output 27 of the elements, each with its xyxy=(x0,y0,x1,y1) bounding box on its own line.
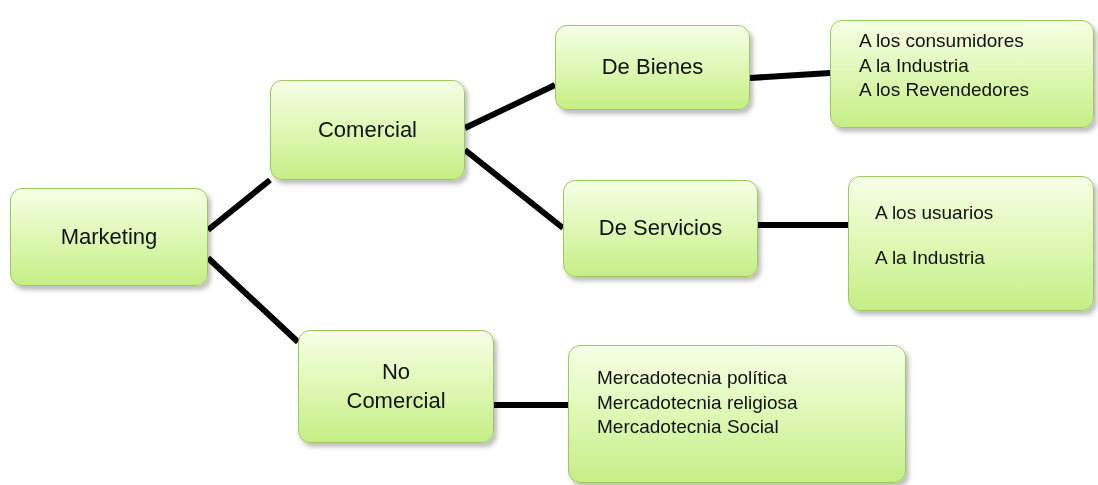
connector-line xyxy=(749,70,831,81)
list-item: A la Industria xyxy=(875,245,985,270)
category-box xyxy=(563,180,758,277)
connector-line xyxy=(463,147,565,231)
category-box xyxy=(10,188,208,286)
category-box xyxy=(270,80,465,180)
box-label: Comercial xyxy=(318,115,417,144)
list-item: A los consumidores xyxy=(859,29,1024,53)
category-box xyxy=(568,345,906,483)
category-box xyxy=(848,176,1094,311)
list-item: A la Industria xyxy=(859,53,969,78)
list-item: Mercadotecnia política xyxy=(597,366,788,390)
connector-line xyxy=(463,82,557,131)
list-item: A los usuarios xyxy=(875,201,994,225)
box-label: De Servicios xyxy=(598,214,723,243)
category-box xyxy=(298,330,494,443)
connector-line xyxy=(758,222,848,228)
box-label: Marketing xyxy=(60,222,158,251)
category-box xyxy=(830,20,1094,128)
connector-line xyxy=(494,402,568,408)
list-item: Mercadotecnia Social xyxy=(597,415,779,440)
connector-line xyxy=(206,177,272,233)
list-item: A los Revendedores xyxy=(859,78,1030,103)
box-label: No Comercial xyxy=(346,357,446,415)
list-item: Mercadotecnia religiosa xyxy=(597,390,798,415)
box-label: De Bienes xyxy=(601,53,704,82)
category-box xyxy=(555,25,750,110)
